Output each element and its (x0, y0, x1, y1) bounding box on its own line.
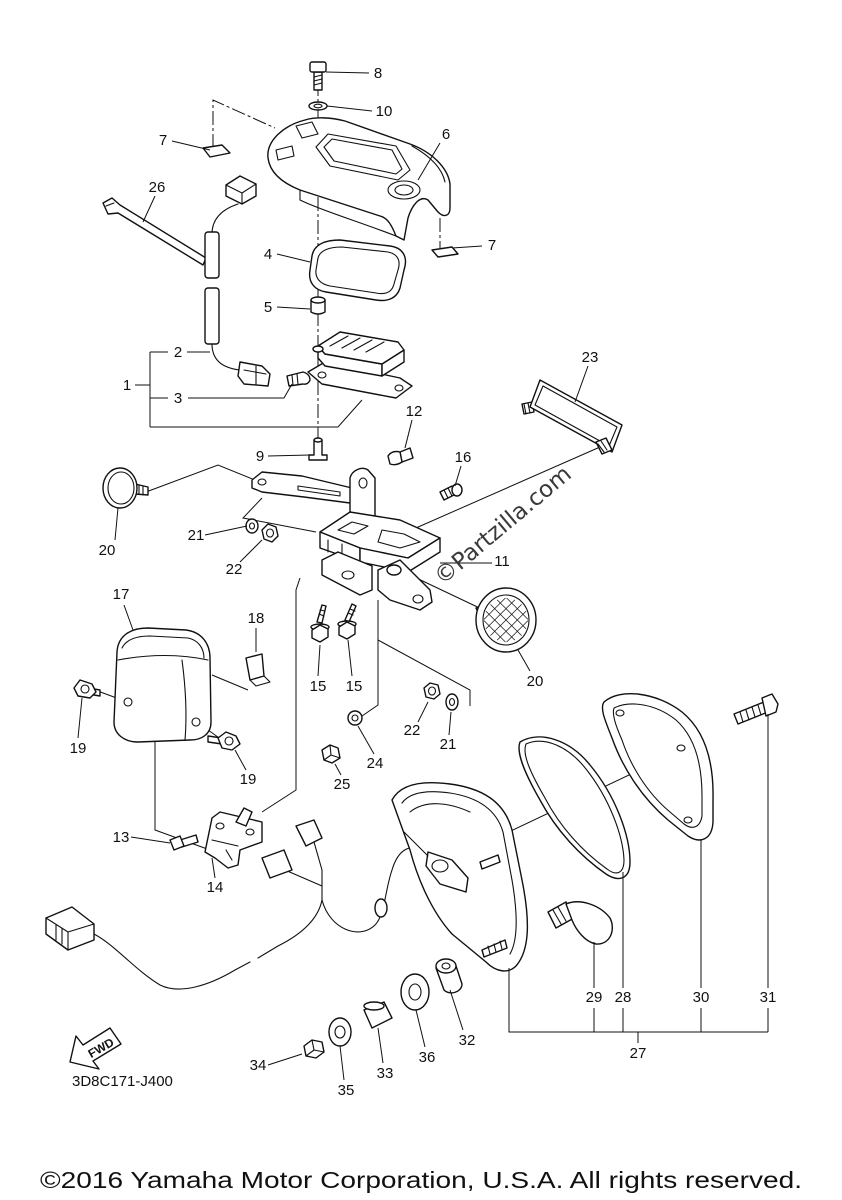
callout-26: 26 (149, 179, 166, 196)
part-screw-13 (169, 834, 199, 851)
part-reflector-23 (521, 379, 623, 455)
callout-32: 32 (459, 1032, 476, 1049)
callout-22-left: 22 (226, 561, 243, 578)
callout-15-left: 15 (310, 678, 327, 695)
part-grommet-5 (310, 296, 326, 315)
part-washer-35 (328, 1017, 352, 1047)
part-cable-tie-26 (102, 197, 207, 266)
callout-20-right: 20 (527, 673, 544, 690)
callout-25: 25 (334, 776, 351, 793)
callout-8: 8 (374, 65, 382, 82)
part-bolt-31 (733, 693, 779, 725)
part-cover-6 (267, 117, 451, 241)
callout-35: 35 (338, 1082, 355, 1099)
part-collar-9 (308, 437, 328, 461)
callout-27: 27 (630, 1045, 647, 1062)
part-washer-21-right (445, 693, 459, 711)
part-plate-18 (245, 653, 271, 687)
part-bolt-15-right (337, 603, 357, 640)
callout-7-left: 7 (159, 132, 167, 149)
callout-21-left: 21 (188, 527, 205, 544)
callout-30: 30 (693, 989, 710, 1006)
part-reflector-20-left (102, 467, 149, 509)
callout-16: 16 (455, 449, 472, 466)
callouts: 8 10 7 6 26 4 5 2 1 3 23 7 12 9 16 21 22… (70, 65, 777, 1099)
callout-20-left: 20 (99, 542, 116, 559)
callout-19-left: 19 (70, 740, 87, 757)
callout-2: 2 (174, 344, 182, 361)
part-gasket-28 (518, 736, 631, 880)
callout-3: 3 (174, 390, 182, 407)
leader-lines (77, 71, 769, 1081)
part-bracket-14 (204, 807, 263, 869)
callout-18: 18 (248, 610, 265, 627)
part-lead-wire-2 (204, 175, 271, 387)
fwd-arrow-icon: FWD (69, 1027, 122, 1070)
part-bulb-29 (547, 901, 614, 945)
part-reflector-20-right (475, 587, 537, 653)
callout-5: 5 (264, 299, 272, 316)
callout-34: 34 (250, 1057, 267, 1074)
callout-28: 28 (615, 989, 632, 1006)
part-washer-24 (347, 710, 363, 726)
part-lens-30 (601, 693, 714, 841)
part-nut-22-right (423, 682, 441, 700)
part-tail-lamp-housing-27 (391, 781, 529, 972)
callout-31: 31 (760, 989, 777, 1006)
part-pad-7-left (202, 144, 231, 158)
part-bracket-11 (251, 467, 441, 611)
part-washer-10 (308, 101, 328, 111)
callout-7-right: 7 (488, 237, 496, 254)
callout-1: 1 (123, 377, 131, 394)
part-washer-21-left (245, 518, 259, 534)
callout-33: 33 (377, 1065, 394, 1082)
callout-36: 36 (419, 1049, 436, 1066)
part-bolt-19-left (73, 679, 101, 699)
watermark: ©Partzilla.com (430, 461, 577, 590)
callout-12: 12 (406, 403, 423, 420)
part-pad-7-right (431, 246, 459, 258)
callout-6: 6 (442, 126, 450, 143)
callout-23: 23 (582, 349, 599, 366)
callout-17: 17 (113, 586, 130, 603)
part-bolt-19-right (207, 731, 241, 751)
callout-21-right: 21 (440, 736, 457, 753)
figure-code: 3D8C171-J400 (72, 1073, 173, 1090)
part-bulb-3 (286, 371, 311, 387)
callout-24: 24 (367, 755, 384, 772)
callout-15-right: 15 (346, 678, 363, 695)
part-grommet-32 (435, 958, 463, 994)
part-bolt-15-left (310, 604, 330, 643)
callout-4: 4 (264, 246, 272, 263)
callout-14: 14 (207, 879, 224, 896)
callout-19-right: 19 (240, 771, 257, 788)
part-nut-34 (303, 1039, 325, 1059)
part-gasket-4 (308, 239, 407, 302)
part-indicator-housing-1 (307, 331, 413, 399)
part-screw-12 (387, 447, 414, 466)
callout-22-right: 22 (404, 722, 421, 739)
part-bolt-16 (439, 483, 463, 501)
part-wire-harness (45, 819, 426, 990)
callout-10: 10 (376, 103, 393, 120)
callout-9: 9 (256, 448, 264, 465)
part-nut-22-left (261, 523, 279, 543)
callout-29: 29 (586, 989, 603, 1006)
callout-13: 13 (113, 829, 130, 846)
part-screw-8 (309, 61, 327, 91)
part-spacer-33 (363, 1001, 393, 1029)
part-nut-25 (321, 744, 341, 764)
part-cover-17 (113, 627, 212, 743)
copyright-notice: ©2016 Yamaha Motor Corporation, U.S.A. A… (40, 1167, 802, 1193)
part-washer-36 (400, 973, 430, 1011)
callout-11: 11 (494, 553, 510, 570)
